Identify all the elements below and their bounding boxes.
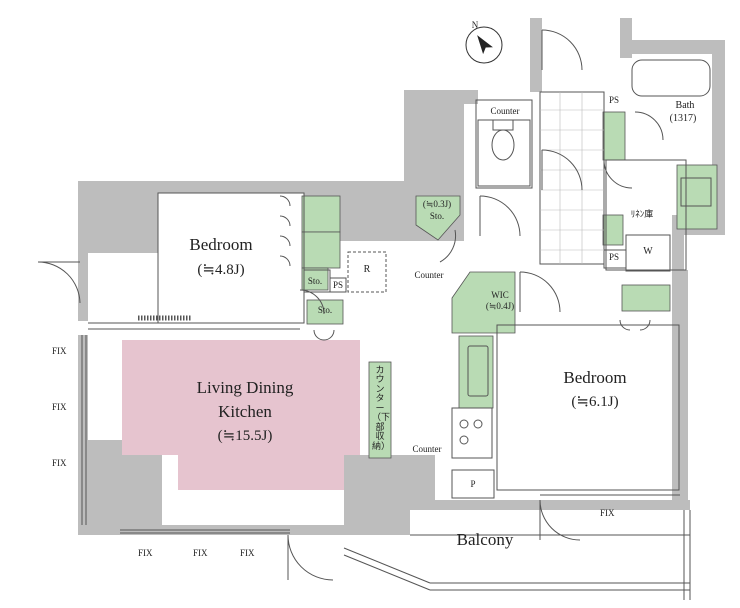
counter-toilet: Counter bbox=[490, 106, 520, 116]
sto2: Sto. bbox=[317, 305, 333, 315]
ps1: PS bbox=[332, 280, 343, 290]
north-label: N bbox=[471, 20, 479, 30]
washbasin bbox=[680, 177, 712, 207]
wic-size: (≒0.4J) bbox=[485, 301, 515, 311]
tile-grid bbox=[540, 92, 604, 264]
ps3: PS bbox=[608, 252, 619, 262]
ldk-name-line1: Living Dining bbox=[196, 378, 294, 397]
counter-kitchen: Counter bbox=[412, 444, 442, 454]
wic-name: WIC bbox=[491, 290, 509, 300]
r-label: R bbox=[363, 264, 371, 275]
window-lines bbox=[81, 315, 680, 534]
balcony-name: Balcony bbox=[456, 530, 514, 549]
storage-blocks bbox=[301, 111, 718, 459]
toilet bbox=[491, 119, 515, 161]
bath-name: Bath bbox=[675, 100, 695, 111]
interior-lines bbox=[88, 59, 711, 600]
fix-label-2: FIX bbox=[52, 402, 67, 412]
sto-small-size: (≒0.3J) bbox=[422, 199, 452, 209]
cooktop bbox=[459, 345, 489, 445]
bedroom1-name: Bedroom bbox=[189, 235, 253, 254]
fix-label-1: FIX bbox=[52, 346, 67, 356]
bedroom2-size: (≒6.1J) bbox=[571, 394, 619, 410]
ldk-name-line2: Kitchen bbox=[218, 402, 272, 421]
fix-label-4: FIX bbox=[138, 548, 153, 558]
p-label: P bbox=[470, 479, 476, 489]
fix-label-6: FIX bbox=[240, 548, 255, 558]
bedroom2-name: Bedroom bbox=[563, 368, 627, 387]
bedroom1-size: (≒4.8J) bbox=[197, 262, 245, 278]
bath-size: (1317) bbox=[669, 113, 697, 124]
door-swings bbox=[37, 29, 664, 581]
counter-entry: Counter bbox=[414, 270, 444, 280]
sto-small-name: Sto. bbox=[429, 211, 445, 221]
ps2: PS bbox=[608, 95, 619, 105]
fix-label-7: FIX bbox=[600, 508, 615, 518]
w-label: W bbox=[643, 246, 653, 257]
sto1: Sto. bbox=[307, 276, 323, 286]
compass-icon bbox=[465, 26, 503, 64]
fix-label-3: FIX bbox=[52, 458, 67, 468]
ldk-size: (≒15.5J) bbox=[217, 428, 273, 444]
linen-label: ﾘﾈﾝ庫 bbox=[630, 209, 654, 219]
kitchen-counter-jp: カウンター（下部収納） bbox=[372, 365, 391, 451]
fix-label-5: FIX bbox=[193, 548, 208, 558]
ldk-floor bbox=[122, 340, 360, 490]
